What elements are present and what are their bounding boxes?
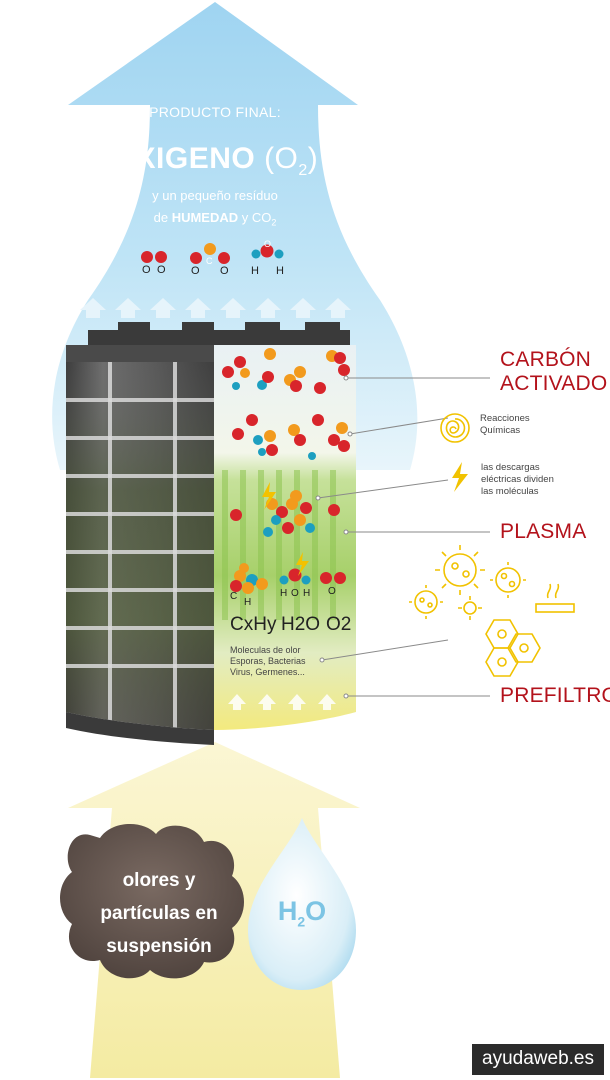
watermark: ayudaweb.es [472,1044,604,1075]
molecules-note: Moleculas de olor Esporas, Bacterias Vir… [230,645,306,677]
atom-label: H [251,265,259,277]
formula-water: H2O [281,614,321,635]
formula-cxhy: CxHy [230,614,277,635]
filter-cartridge [66,322,356,745]
odor-cloud-text: olores y partículas en suspensión [100,870,218,957]
atom-label: O [220,265,229,277]
formula-oxygen: O2 [326,614,352,635]
germ-icon [490,562,526,598]
reactions-icon [440,413,470,443]
atom-label: O [328,586,336,597]
oxygen-formula: (O2) [264,142,319,179]
pollen-icon [485,619,541,677]
oxygen-word: OXIGENO [111,142,256,175]
atom-label: O [142,264,151,276]
atom-label: C [206,256,213,266]
atom-label: H [303,588,311,599]
odor-cloud [60,823,244,979]
top-molecules [141,243,284,264]
final-product-label: PRODUCTO FINAL: [149,104,281,120]
spore-icon [458,596,482,620]
prefilter-label: PREFILTRO [500,684,610,707]
smoke-icon [535,583,575,613]
atom-label: H [244,597,252,608]
carbon-label: CARBÓN ACTIVADO [500,348,608,395]
virus-icon [435,545,485,595]
atom-label: H [280,588,288,599]
bolt-icon [452,462,468,492]
atom-label: C [230,591,238,602]
atom-label: O [291,588,299,599]
water-drop-label: H2O [277,896,327,930]
atom-label: O [157,264,166,276]
filter-molecules [222,348,350,594]
up-arrows-top [80,298,351,318]
reactions-note: Reacciones Químicas [480,413,530,436]
bacteria-icon [409,585,443,619]
discharges-note: las descargas eléctricas dividen las mol… [481,462,554,497]
plasma-label: PLASMA [500,520,587,543]
connector-lines [315,375,490,699]
oxygen-title: OXIGENO (O2) [80,142,350,180]
residue-line-2: de HUMEDAD y CO2 [153,210,277,228]
water-drop [248,818,356,990]
residue-line-1: y un pequeño resíduo [152,188,278,203]
atom-label: H [276,265,284,277]
atom-label: O [191,265,200,277]
atom-label: O [264,239,272,249]
